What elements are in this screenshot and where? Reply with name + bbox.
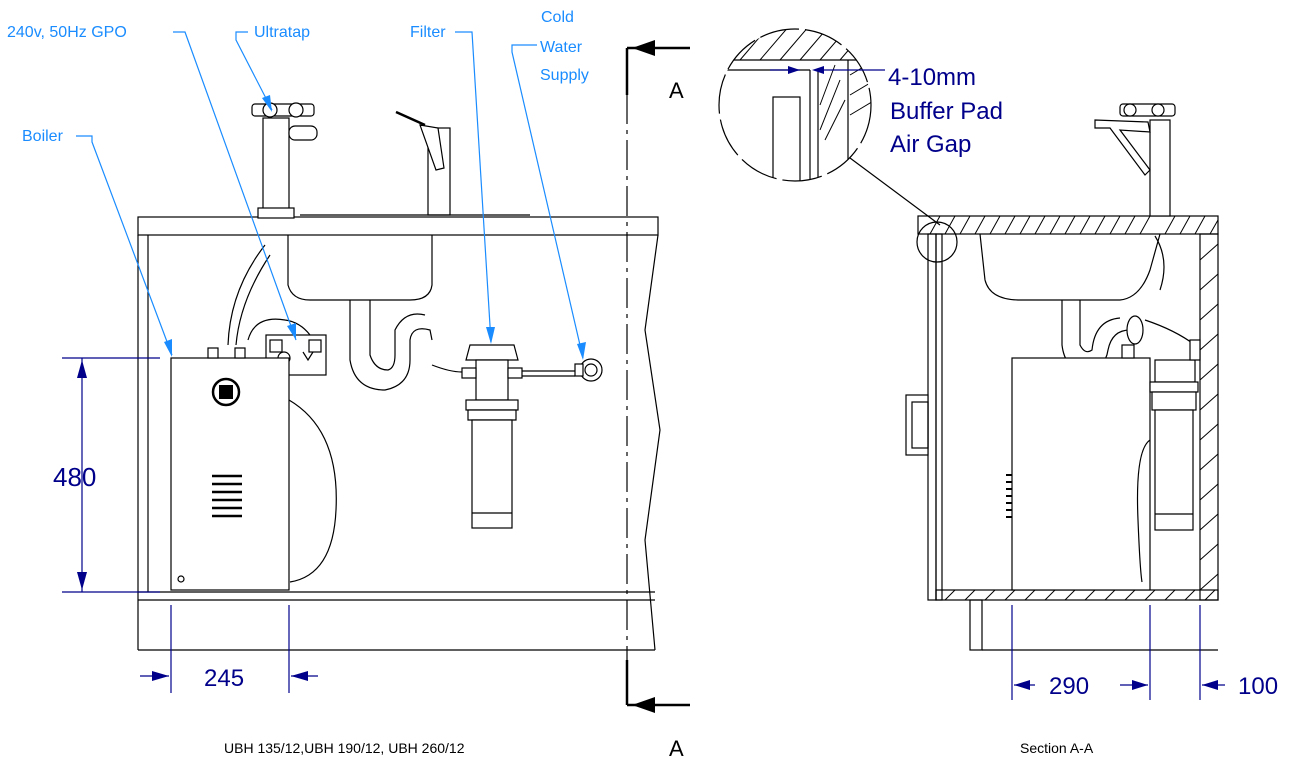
ultratap-label: Ultratap (254, 24, 310, 41)
gpo-label: 240v, 50Hz GPO (7, 24, 127, 41)
filter (431, 344, 603, 529)
cold-water-label-1: Cold (541, 9, 574, 26)
depth-dimension: 290 (1049, 673, 1089, 700)
benchtop (137, 216, 659, 236)
cold-water-label-2: Water (540, 39, 583, 56)
mixer-tap (300, 110, 530, 216)
detail-view: 4-10mm Buffer Pad Air Gap (718, 28, 1003, 226)
front-view: 240v, 50Hz GPO Ultratap Filter Cold Wate… (7, 9, 690, 761)
detail-line-1: 4-10mm (888, 64, 976, 91)
detail-line-3: Air Gap (890, 131, 971, 158)
height-dimension: 480 (53, 462, 96, 492)
sink (287, 235, 433, 301)
dimension-height: 480 (53, 357, 160, 593)
models-caption: UBH 135/12,UBH 190/12, UBH 260/12 (224, 740, 465, 756)
gap-dimension: 100 (1238, 673, 1278, 700)
boiler (170, 347, 337, 591)
dimension-gap: 100 (1199, 605, 1278, 700)
section-caption: Section A-A (1020, 740, 1094, 756)
boiler-label: Boiler (22, 128, 64, 145)
section-view: 290 100 Section A-A (905, 103, 1278, 756)
ultratap (251, 102, 318, 219)
section-mark-top: A (669, 78, 684, 103)
dimension-depth: 290 (1011, 605, 1151, 700)
leaders: 240v, 50Hz GPO Ultratap Filter Cold Wate… (7, 9, 589, 360)
width-dimension: 245 (204, 665, 244, 692)
cold-water-label-3: Supply (540, 67, 589, 84)
detail-line-2: Buffer Pad (890, 98, 1003, 125)
section-mark-bottom: A (669, 736, 684, 761)
dimension-width: 245 (140, 605, 318, 693)
filter-label: Filter (410, 24, 446, 41)
